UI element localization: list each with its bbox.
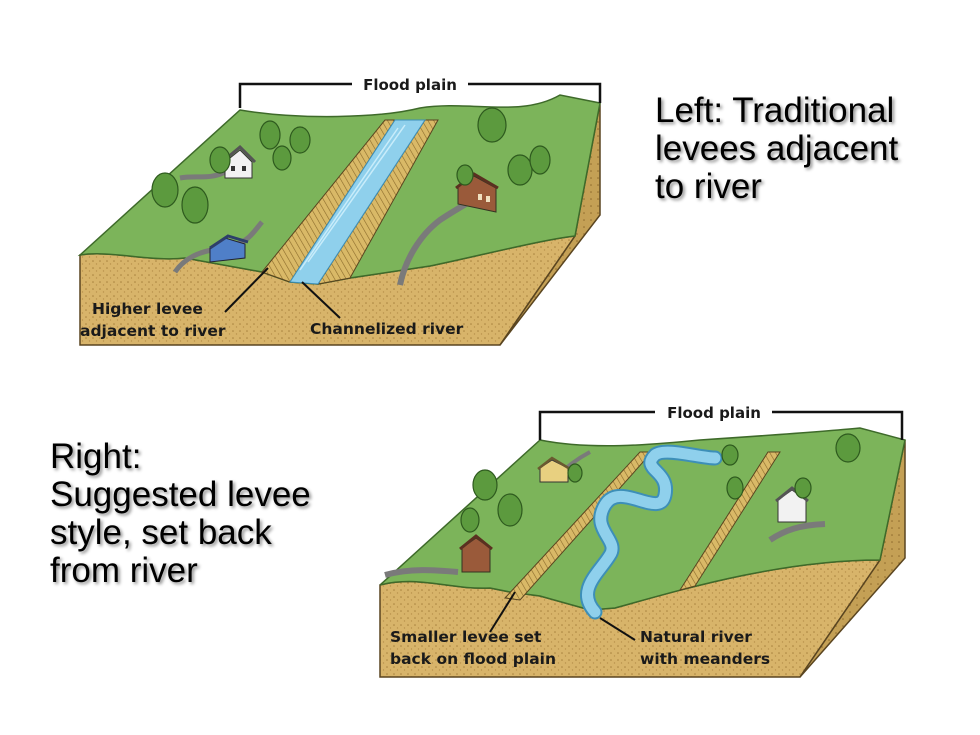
bottom-caption-line: Suggested levee — [50, 475, 311, 514]
bottom-caption: Right: Suggested levee style, set back f… — [50, 438, 370, 590]
top-trees — [151, 107, 551, 224]
top-levee-callout-line1: Higher levee — [92, 300, 203, 318]
bottom-road-right — [768, 521, 826, 543]
bottom-block: Flood plain Smaller levee set back on fl… — [379, 404, 906, 678]
top-river — [289, 119, 426, 285]
bottom-river-callout-line2: with meanders — [640, 650, 770, 668]
bottom-levee-callout-line1: Smaller levee set — [390, 628, 542, 646]
top-block: Flood plain Higher levee adjacent to riv… — [77, 76, 602, 346]
top-house-blue — [209, 234, 249, 263]
bottom-river-callout-line1: Natural river — [640, 628, 752, 646]
bottom-caption-line: style, set back — [50, 513, 272, 552]
top-caption: Left: Traditional levees adjacent to riv… — [655, 92, 955, 206]
top-caption-line: to river — [655, 167, 762, 206]
top-caption-line: levees adjacent — [655, 129, 899, 168]
bottom-road-left — [384, 567, 459, 578]
bottom-trees — [460, 433, 861, 533]
bottom-grass — [379, 427, 906, 611]
bottom-caption-line: from river — [50, 551, 198, 590]
bottom-flood-plain-bracket — [538, 410, 904, 440]
top-river-callout: Channelized river — [310, 320, 464, 338]
bottom-house-brown — [459, 534, 493, 573]
top-caption-line: Left: Traditional — [655, 91, 895, 130]
bottom-flood-plain-label: Flood plain — [667, 404, 761, 422]
top-flood-plain-label: Flood plain — [363, 76, 457, 94]
top-levee-callout-line2: adjacent to river — [80, 322, 226, 340]
top-road-driveway — [179, 169, 227, 181]
bottom-levee-callout-line2: back on flood plain — [390, 650, 556, 668]
top-flood-plain-bracket — [238, 82, 602, 108]
bottom-caption-line: Right: — [50, 437, 142, 476]
